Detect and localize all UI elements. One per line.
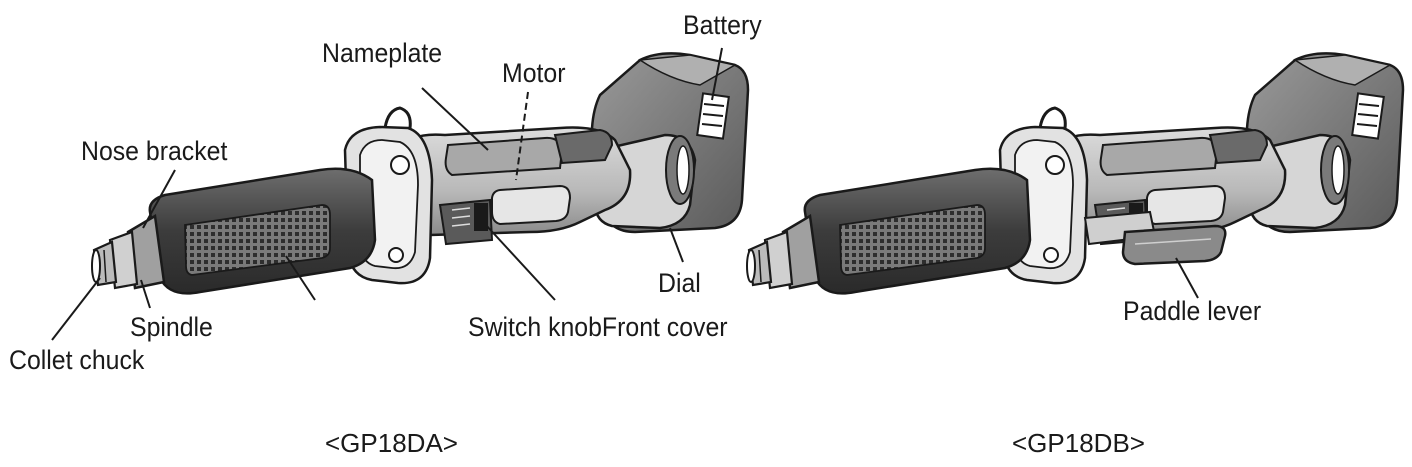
leader-line-gp18db — [1175, 257, 1199, 299]
leader-lines-gp18da — [51, 47, 723, 341]
label-front-cover: Front cover — [601, 312, 728, 342]
label-switch-knob: Switch knob — [468, 312, 602, 342]
label-collet-chuck: Collet chuck — [9, 345, 145, 375]
label-spindle: Spindle — [130, 312, 213, 342]
label-switch-knob-front-cover: Switch knobFront cover — [468, 314, 728, 341]
grinder-gp18da — [90, 51, 750, 295]
caption-gp18db: <GP18DB> — [1012, 428, 1145, 458]
label-nose-bracket: Nose bracket — [81, 136, 228, 166]
caption-gp18da: <GP18DA> — [325, 428, 458, 458]
label-paddle-lever: Paddle lever — [1123, 296, 1262, 326]
label-dial: Dial — [658, 268, 701, 298]
label-battery: Battery — [683, 10, 762, 40]
grinder-gp18db — [745, 51, 1405, 295]
label-nameplate: Nameplate — [322, 38, 443, 68]
label-motor: Motor — [502, 58, 566, 88]
